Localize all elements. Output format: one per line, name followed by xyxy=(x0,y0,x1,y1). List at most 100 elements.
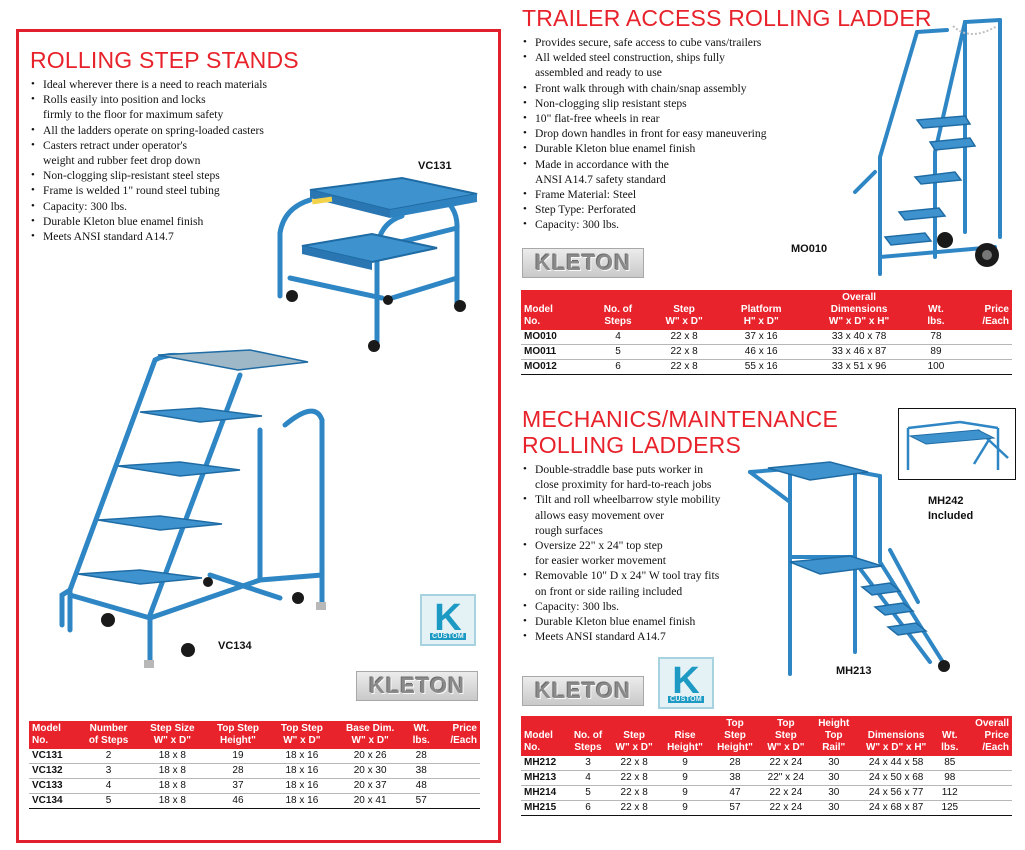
mechanics-table-cell: 85 xyxy=(936,756,964,771)
kleton-logo-mechanics-text: KLETON xyxy=(534,678,632,703)
trailer-access-feature-item: Step Type: Perforated xyxy=(522,202,822,217)
mechanics-model-cell: MH212 xyxy=(521,756,568,771)
mechanics-feature-item: Tilt and roll wheelbarrow style mobility xyxy=(522,492,762,507)
rolling-step-stands-table-cell: 57 xyxy=(406,793,436,809)
vc134-step-stand-image xyxy=(59,349,326,668)
mechanics-feature-item: Capacity: 300 lbs. xyxy=(522,599,762,614)
rolling-step-stands-table-cell: 48 xyxy=(406,778,436,794)
mechanics-table-cell: 24 x 44 x 58 xyxy=(855,756,937,771)
kleton-logo-text: KLETON xyxy=(368,673,466,698)
trailer-access-column-header: No. of Steps xyxy=(588,290,648,330)
trailer-access-column-header: Platform H" x D" xyxy=(721,290,802,330)
mo010-trailer-ladder-image xyxy=(853,18,1002,276)
trailer-access-column-header: Model No. xyxy=(521,290,589,330)
trailer-access-table-cell: 33 x 40 x 78 xyxy=(801,330,917,345)
trailer-access-table-cell: 33 x 46 x 87 xyxy=(801,344,917,360)
rolling-step-stands-feature-item: Non-clogging slip-resistant steel steps xyxy=(30,168,320,183)
rolling-step-stands-frame xyxy=(16,29,501,843)
mechanics-table-cell: 30 xyxy=(811,785,856,801)
mechanics-table-cell xyxy=(963,770,1012,786)
trailer-access-table-cell: 6 xyxy=(588,359,648,375)
trailer-access-column-header: Overall Dimensions W" x D" x H" xyxy=(801,290,917,330)
rolling-step-stands-table-cell: 18 x 8 xyxy=(138,749,206,764)
trailer-access-column-header: Price /Each xyxy=(955,290,1012,330)
mechanics-table-cell: 9 xyxy=(660,770,710,786)
rolling-step-stands-feature-item: Frame is welded 1" round steel tubing xyxy=(30,183,320,198)
rolling-step-stands-column-header: Step Size W" x D" xyxy=(138,721,206,749)
mechanics-feature-item: Removable 10" D x 24" W tool tray fits xyxy=(522,568,762,583)
custom-k-badge-mechanics: K CUSTOM xyxy=(658,657,714,709)
rolling-step-stands-model-cell: VC132 xyxy=(29,763,79,779)
mechanics-feature-item: allows easy movement over xyxy=(535,508,665,522)
kleton-logo-trailer-text: KLETON xyxy=(534,250,632,275)
rolling-step-stands-table-cell xyxy=(435,763,480,779)
rolling-step-stands-title: ROLLING STEP STANDS xyxy=(30,47,299,73)
mechanics-table-cell: 3 xyxy=(567,756,609,771)
rolling-step-stands-table-cell: 3 xyxy=(78,763,139,779)
mechanics-feature-item: close proximity for hard-to-reach jobs xyxy=(535,478,712,492)
vc131-step-stand-image xyxy=(277,176,478,352)
mechanics-title-line1: MECHANICS/MAINTENANCE xyxy=(522,406,839,432)
mechanics-table-cell: 24 x 56 x 77 xyxy=(855,785,937,801)
mechanics-table-cell: 9 xyxy=(660,756,710,771)
mechanics-table-cell: 22 x 24 xyxy=(759,756,812,771)
trailer-access-feature-item: Drop down handles in front for easy mane… xyxy=(522,126,822,141)
trailer-access-table-cell: 100 xyxy=(916,359,956,375)
mechanics-table-cell: 38 xyxy=(710,770,760,786)
rolling-step-stands-feature-item: Rolls easily into position and locks xyxy=(30,92,320,107)
rolling-step-stands-table-cell: 18 x 16 xyxy=(269,778,334,794)
trailer-access-table-cell xyxy=(955,359,1012,375)
mechanics-feature-item: rough surfaces xyxy=(535,523,603,537)
trailer-access-table-cell: 37 x 16 xyxy=(721,330,802,345)
trailer-access-feature-item: All welded steel construction, ships ful… xyxy=(522,50,822,65)
rolling-step-stands-table-cell: 46 xyxy=(206,793,270,809)
mechanics-column-header: Rise Height" xyxy=(660,716,710,756)
rolling-step-stands-table-cell xyxy=(435,749,480,764)
rolling-step-stands-feature-item: Ideal wherever there is a need to reach … xyxy=(30,77,320,92)
rolling-step-stands-table-cell xyxy=(435,793,480,809)
rolling-step-stands-table-cell: 28 xyxy=(406,749,436,764)
rolling-step-stands-table-cell: 5 xyxy=(78,793,139,809)
rolling-step-stands-column-header: Top Step Height" xyxy=(206,721,270,749)
trailer-access-features: Provides secure, safe access to cube van… xyxy=(522,35,822,233)
mechanics-table-cell: 9 xyxy=(660,785,710,801)
trailer-access-table-cell: 22 x 8 xyxy=(647,330,722,345)
rolling-step-stands-table-cell: 18 x 16 xyxy=(269,763,334,779)
rolling-step-stands-feature-item: All the ladders operate on spring-loaded… xyxy=(30,123,320,138)
trailer-access-feature-item: Provides secure, safe access to cube van… xyxy=(522,35,822,50)
rolling-step-stands-table-cell: 28 xyxy=(206,763,270,779)
rolling-step-stands-table-cell: 18 x 8 xyxy=(138,778,206,794)
mechanics-table-cell xyxy=(963,800,1012,816)
custom-k-badge: K CUSTOM xyxy=(420,594,476,646)
custom-k-letter-mechanics: K xyxy=(672,660,700,702)
mechanics-table-cell: 6 xyxy=(567,800,609,816)
mechanics-table-cell: 98 xyxy=(936,770,964,786)
trailer-access-model-cell: MO012 xyxy=(521,359,589,375)
trailer-access-feature-item: Made in accordance with the xyxy=(522,157,822,172)
mechanics-table-cell: 57 xyxy=(710,800,760,816)
mechanics-table-cell xyxy=(963,756,1012,771)
rolling-step-stands-model-cell: VC133 xyxy=(29,778,79,794)
mechanics-feature-item: Oversize 22" x 24" top step xyxy=(522,538,762,553)
mechanics-column-header: Height Top Rail" xyxy=(811,716,856,756)
mechanics-table-cell: 22 x 8 xyxy=(608,800,661,816)
mechanics-table-cell: 22 x 8 xyxy=(608,785,661,801)
mechanics-title-line2: ROLLING LADDERS xyxy=(522,432,742,458)
trailer-access-feature-item: Capacity: 300 lbs. xyxy=(522,217,822,232)
rolling-step-stands-feature-item: firmly to the floor for maximum safety xyxy=(43,108,224,122)
trailer-access-feature-item: Durable Kleton blue enamel finish xyxy=(522,141,822,156)
kleton-logo: KLETON xyxy=(356,671,478,701)
mh242-tool-tray-image xyxy=(898,408,1016,480)
rolling-step-stands-table-cell xyxy=(435,778,480,794)
trailer-access-feature-item: Front walk through with chain/snap assem… xyxy=(522,81,822,96)
mh242-caption: MH242 Included xyxy=(928,495,974,522)
